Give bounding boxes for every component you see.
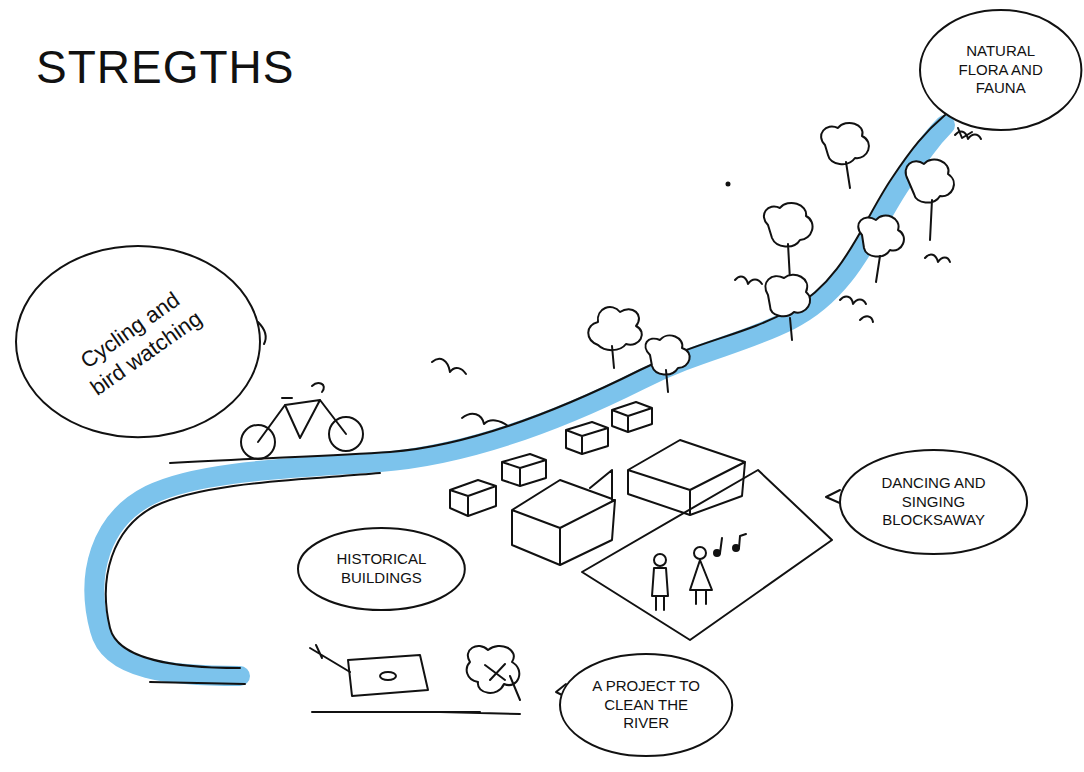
speech-bubble: HISTORICAL BUILDINGS [296,526,467,612]
bicycle [241,383,363,459]
bubble-text: NATURAL FLORA AND FAUNA [943,42,1058,98]
speech-bubble: NATURAL FLORA AND FAUNA [918,8,1083,132]
bubble-text: HISTORICAL BUILDINGS [322,550,441,588]
speech-bubble: Cycling and bird watching [14,244,262,439]
plaza [582,470,832,640]
river-bank [170,115,945,463]
bubble-outline [560,654,732,756]
birds [432,132,981,426]
dancers [652,534,746,610]
bubble-text: DANCING AND SINGING BLOCKSAWAY [867,474,1001,530]
bubble-text: A PROJECT TO CLEAN THE RIVER [585,677,708,733]
trees [588,123,954,392]
historical-buildings [450,402,745,565]
bubble-outline [298,528,465,610]
bubble-outline [840,450,1027,554]
river-bank [150,682,245,684]
cleaning-machine [310,645,520,714]
bubble-tail [258,128,972,698]
speech-bubble: DANCING AND SINGING BLOCKSAWAY [838,448,1029,556]
bubble-outline [16,246,260,437]
bubble-outline [920,10,1081,130]
speech-bubble: A PROJECT TO CLEAN THE RIVER [558,652,734,758]
sketch-title: STREGTHS [36,40,294,94]
